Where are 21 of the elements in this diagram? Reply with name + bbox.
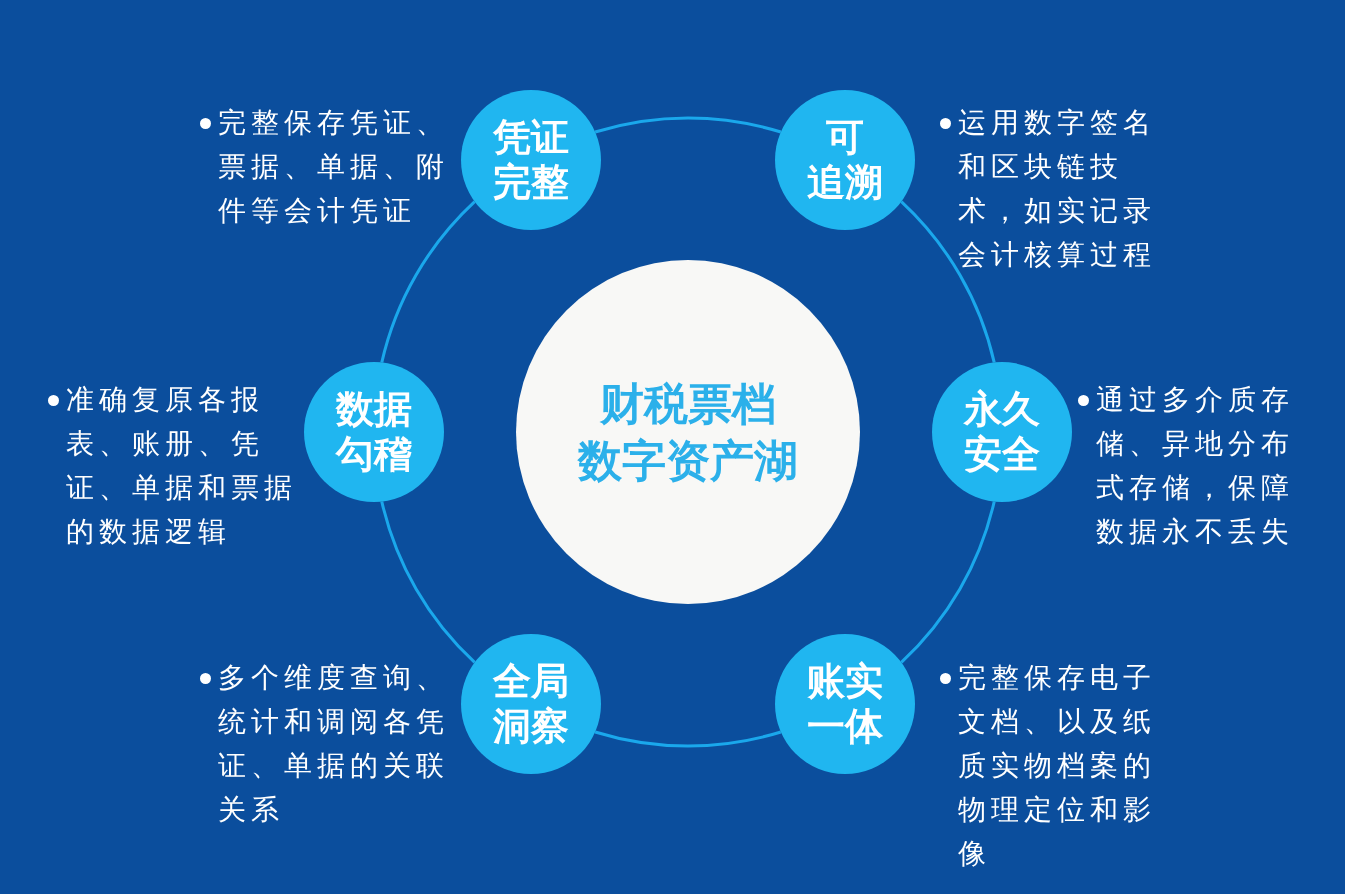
hub-title: 数字资产湖 [578,434,798,488]
description-text: 完整保存电子文档、以及纸质实物档案的物理定位和影像 [958,660,1157,872]
ring-arc [380,501,476,664]
hub-title: 财税票档 [600,377,776,431]
circle-label: 账实一体 [806,658,884,749]
ring-arc [900,501,996,664]
description-text: 准确复原各报表、账册、凭证、单据和票据的数据逻辑 [66,382,298,550]
circle-label: 全局洞察 [492,658,570,749]
circle-label: 永久安全 [962,387,1041,477]
circle-label: 追溯 [806,160,884,206]
ring-arc [594,730,782,747]
description-text: 通过多介质存储、异地分布式存储，保障数据永不丢失 [1096,382,1295,550]
ring-arc [380,200,476,363]
ring-arc [594,117,782,134]
circle-label: 凭证完整 [492,115,570,206]
description-text: 完整保存凭证、票据、单据、附件等会计凭证 [218,105,450,229]
description-text: 多个维度查询、统计和调阅各凭证、单据的关联关系 [218,660,450,828]
ring-arc [900,200,996,363]
circle-label: 可 [825,115,865,161]
circle-label: 数据勾稽 [334,387,413,477]
description-text: 运用数字签名和区块链技术，如实记录会计核算过程 [958,105,1157,273]
